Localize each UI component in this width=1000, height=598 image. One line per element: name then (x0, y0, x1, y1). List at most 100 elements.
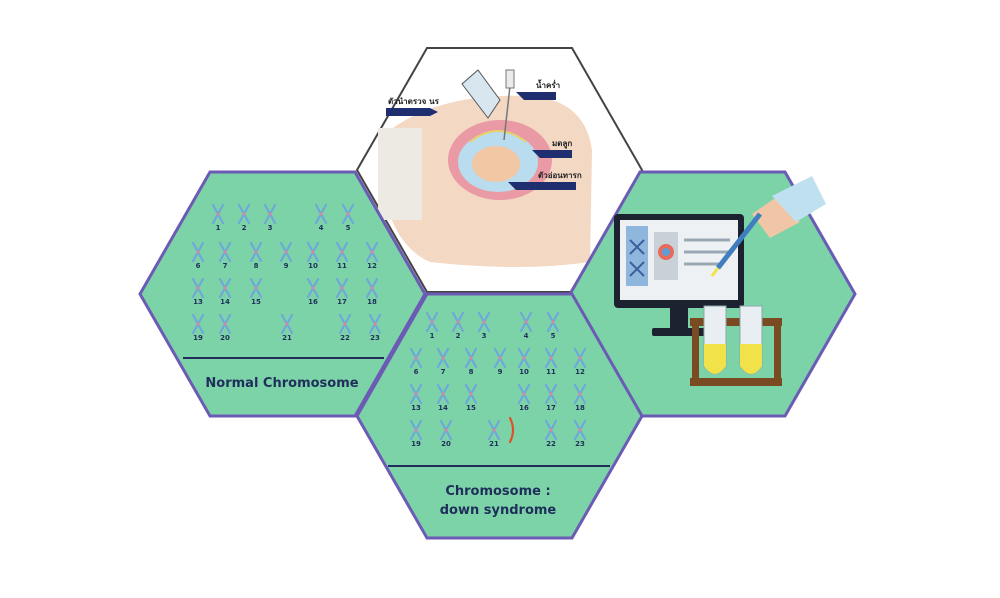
chromosome-label: 21 (282, 334, 292, 342)
chromosome-pair: 18 (365, 277, 379, 306)
arrow-fetus (508, 182, 576, 190)
screen-cell-nucleus (662, 248, 670, 256)
rack-leg-right (774, 318, 781, 386)
chromosome-pair: 3 (477, 311, 491, 340)
chromosome-label: 16 (308, 298, 318, 306)
cloth-wrap (378, 128, 422, 220)
chromosome-pair: 1 (211, 203, 225, 232)
chromosome-pair: 18 (573, 383, 587, 412)
chromosome-pair: 19 (191, 313, 205, 342)
chromosome-label: 10 (519, 368, 529, 376)
chromosome-label: 13 (193, 298, 203, 306)
arrow-uterus (532, 150, 572, 158)
chromosome-pair: 12 (365, 241, 379, 270)
chromosome-label: 4 (319, 224, 324, 232)
chromosome-pair: 7 (436, 347, 450, 376)
chromosome-pair: 23 (368, 313, 382, 342)
monitor-stand (670, 308, 688, 330)
chromosome-label: 6 (414, 368, 419, 376)
fetus-shape (472, 146, 520, 182)
chromosome-label: 4 (524, 332, 529, 340)
label-probe: ตัวนำตรวจ นร (388, 97, 440, 106)
chromosome-pair: 2 (237, 203, 251, 232)
pipette (716, 212, 762, 270)
chromosome-label: 2 (242, 224, 247, 232)
chromosome-label: 14 (220, 298, 230, 306)
chromosome-label: 12 (575, 368, 585, 376)
chromosome-label: 17 (546, 404, 556, 412)
computer-monitor (614, 214, 744, 336)
screen-sidebar (626, 226, 648, 286)
rack-top (690, 318, 782, 326)
chromosome-pair: 16 (517, 383, 531, 412)
chromosome-pair: 14 (436, 383, 450, 412)
chromosome-pair: 1 (425, 311, 439, 340)
chromosome-pair: 9 (493, 347, 507, 376)
chromosome-label: 11 (337, 262, 347, 270)
chromosome-pair: 14 (218, 277, 232, 306)
chromosome-label: 9 (498, 368, 503, 376)
chromosome-pair: 17 (544, 383, 558, 412)
rack-leg-left (692, 318, 699, 386)
chromosome-pair: 10 (517, 347, 531, 376)
chromosome-label: 6 (196, 262, 201, 270)
rack-bottom (690, 378, 782, 386)
chromosome-label: 22 (546, 440, 556, 448)
label-needle: น้ำคร่ำ (536, 79, 560, 90)
chromosome-label: 21 (489, 440, 499, 448)
chromosome-pair: 5 (341, 203, 355, 232)
chromosome-pair: 19 (409, 419, 423, 448)
chromosome-pair: 2 (451, 311, 465, 340)
chromosome-label: 12 (367, 262, 377, 270)
chromosome-pair: 15 (464, 383, 478, 412)
chromosome-label: 5 (551, 332, 556, 340)
chromosome-pair: 20 (218, 313, 232, 342)
chromosome-pair: 13 (409, 383, 423, 412)
chromosome-pair: 23 (573, 419, 587, 448)
syringe (505, 69, 515, 89)
fetus-line (469, 130, 527, 143)
chromosome-pair: 4 (314, 203, 328, 232)
chromosome-label: 15 (466, 404, 476, 412)
extra-chromosome-21 (508, 416, 515, 444)
chromosome-pair: 5 (546, 311, 560, 340)
needle (503, 85, 511, 141)
chromosome-label: 8 (469, 368, 474, 376)
amniocentesis-panel: ตัวนำตรวจ นร น้ำคร่ำ มดลูก ตัวอ่อนทารก (355, 47, 644, 293)
hand-shape (752, 196, 800, 238)
chromosome-pair: 11 (544, 347, 558, 376)
test-tube-right-liquid (740, 344, 762, 374)
chromosome-pair: 16 (306, 277, 320, 306)
chromosome-label: 1 (430, 332, 435, 340)
chromosome-pair: 7 (218, 241, 232, 270)
chromosome-label: 11 (546, 368, 556, 376)
chromosome-pair: 8 (464, 347, 478, 376)
chromosome-pair: 3 (263, 203, 277, 232)
chromosome-label: 3 (268, 224, 273, 232)
chromosome-pair: 22 (544, 419, 558, 448)
chromosome-label: 17 (337, 298, 347, 306)
chromosome-label: 22 (340, 334, 350, 342)
chromosome-label: 8 (254, 262, 259, 270)
chromosome-pair: 4 (519, 311, 533, 340)
lab-testing-panel (568, 170, 857, 418)
chromosome-pair: 21 (487, 419, 501, 448)
chromosome-label: 20 (441, 440, 451, 448)
chromosome-label: 16 (519, 404, 529, 412)
arrow-probe (386, 108, 438, 116)
chromosome-pair: 21 (280, 313, 294, 342)
chromosome-label: 20 (220, 334, 230, 342)
chromosome-label: 18 (367, 298, 377, 306)
normal-caption: Normal Chromosome (205, 376, 358, 391)
amnio-illustration: ตัวนำตรวจ นร น้ำคร่ำ มดลูก ตัวอ่อนทารก (378, 69, 592, 267)
chromosome-label: 7 (223, 262, 228, 270)
chromosome-pair: 20 (439, 419, 453, 448)
chromosome-pair: 6 (409, 347, 423, 376)
down-hexagon (355, 292, 644, 540)
chromosome-pair: 13 (191, 277, 205, 306)
